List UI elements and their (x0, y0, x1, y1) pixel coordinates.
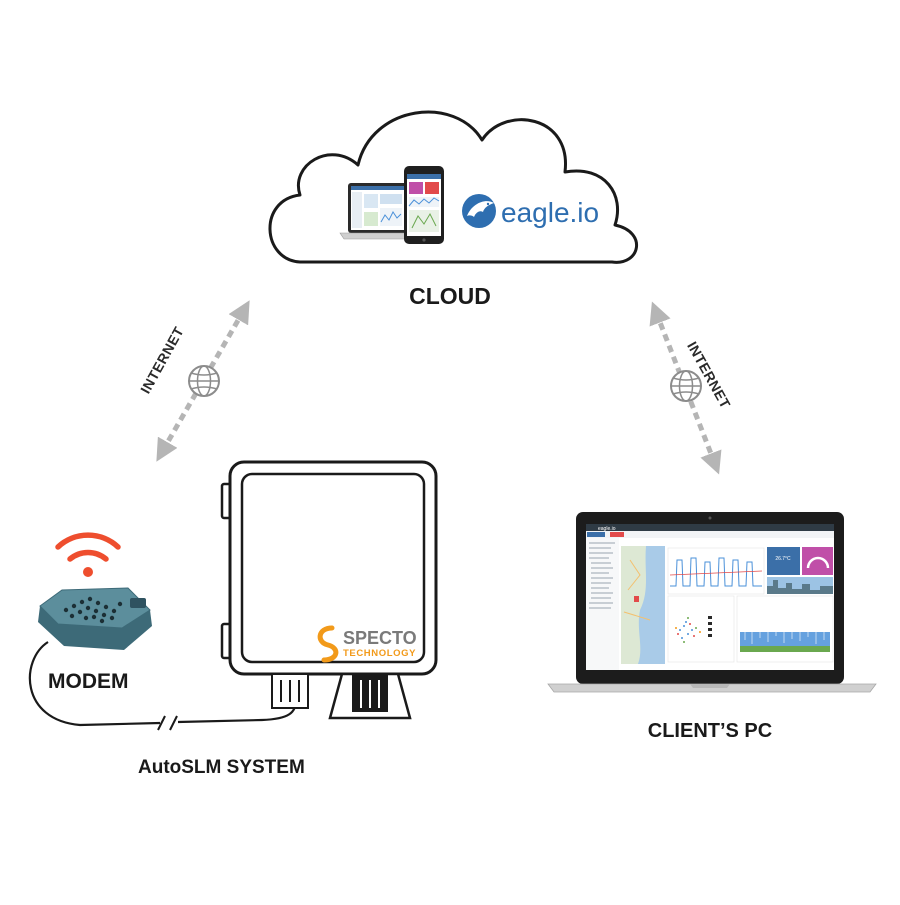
modem-label: MODEM (48, 670, 129, 693)
cloud-shape (268, 110, 638, 264)
autoslm-system-label: AutoSLM SYSTEM (138, 757, 305, 778)
internet-arrow-right (649, 301, 722, 475)
specto-brand-text: SPECTO (343, 628, 417, 648)
autoslm-enclosure (220, 460, 438, 720)
wifi-icon (55, 532, 121, 577)
cloud-tablet-icon (404, 166, 444, 244)
specto-brand-subtext: TECHNOLOGY (343, 648, 416, 659)
eagle-logo-text: eagle.io (501, 197, 599, 228)
svg-text:26.7°C: 26.7°C (775, 556, 791, 562)
dashboard-screen: eagle.io 26.7°C (586, 524, 834, 670)
eagle-icon (462, 194, 496, 228)
cloud-label: CLOUD (409, 283, 491, 309)
globe-icon-right (670, 370, 702, 402)
specto-logo-icon (317, 625, 339, 663)
globe-icon-left (188, 365, 220, 397)
dashboard-app-name: eagle.io (598, 526, 616, 532)
modem-cable (28, 641, 161, 727)
cable-break-marks (157, 715, 178, 731)
client-pc-label: CLIENT’S PC (647, 720, 773, 742)
modem-icon (38, 587, 152, 650)
internet-arrow-left (156, 300, 250, 462)
